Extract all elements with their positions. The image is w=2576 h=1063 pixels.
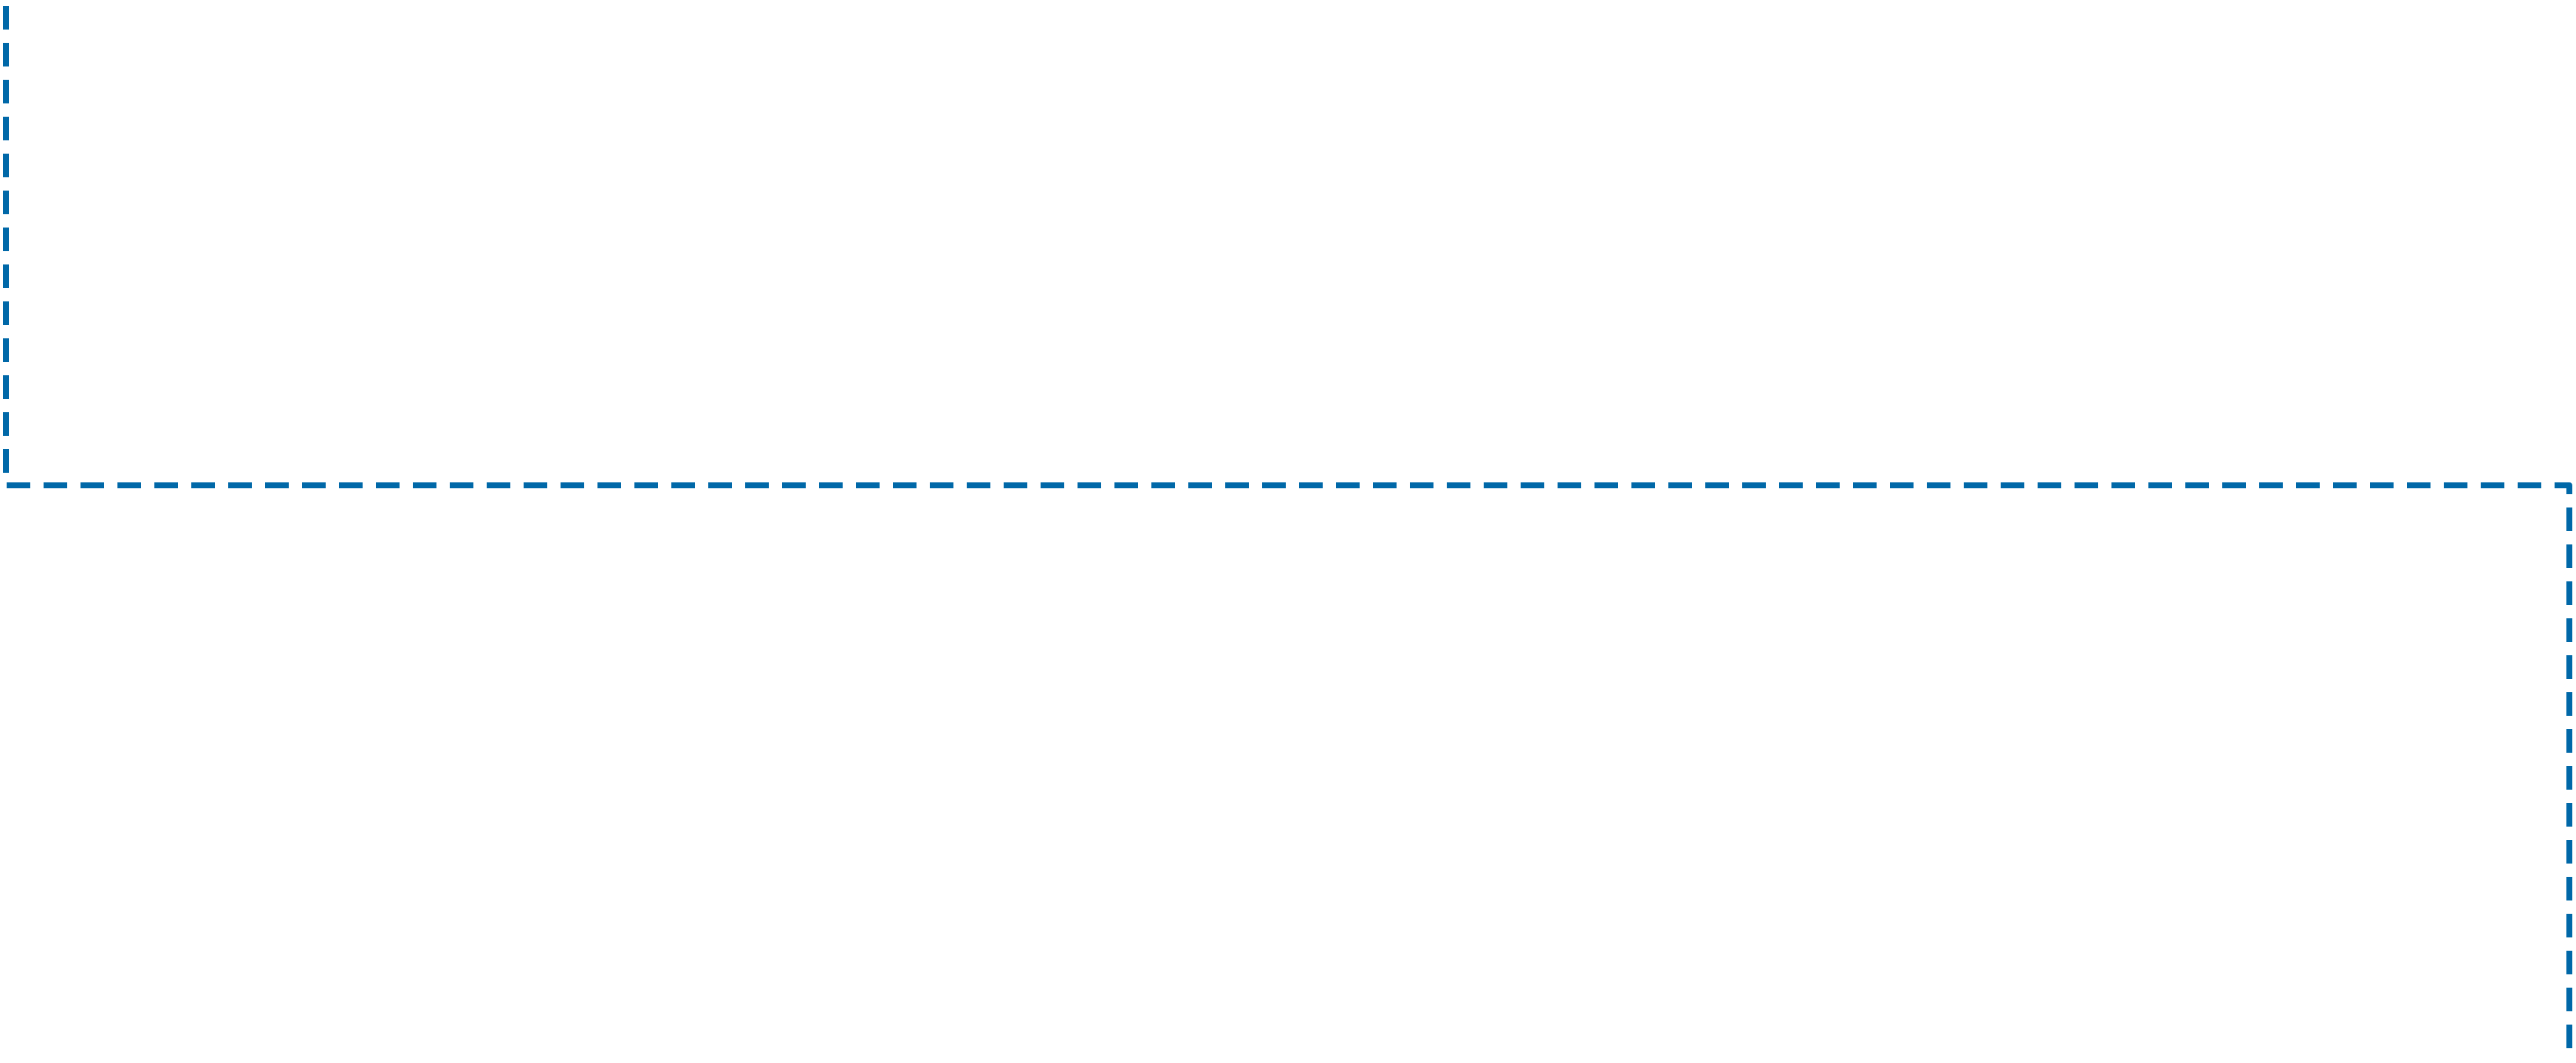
dashed-connector-path	[3, 6, 2572, 1058]
